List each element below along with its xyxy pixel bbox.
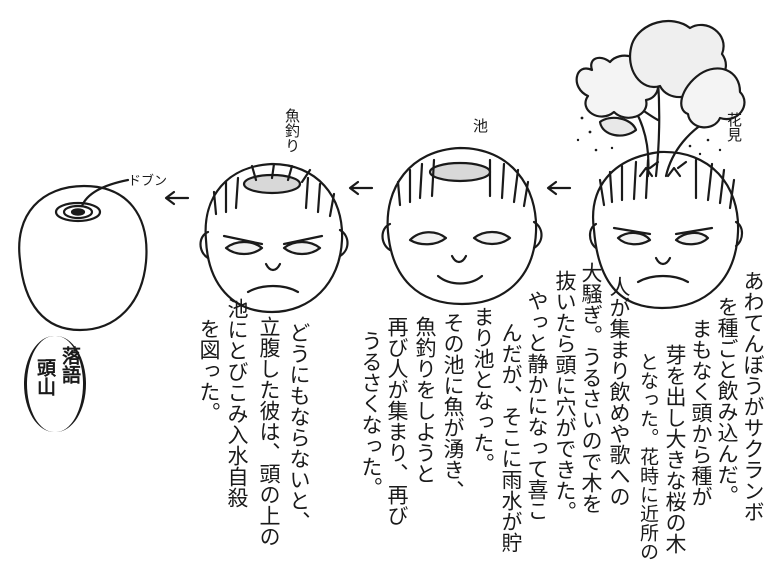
- story-column: どうにもならないと、: [287, 322, 311, 532]
- ripple-icon: [54, 201, 102, 223]
- arrow-left-icon: [546, 180, 572, 196]
- story-column: 魚釣りをしようと: [413, 316, 437, 484]
- head-with-fishing: [199, 162, 349, 314]
- story-column: うるさくなった。: [359, 330, 383, 498]
- rakugo-story-title: 頭山: [34, 358, 56, 396]
- fishing-rod-icon: [250, 162, 312, 184]
- label-ike: 池: [471, 118, 489, 133]
- head-with-tree: [588, 150, 744, 310]
- arrow-left-icon: [164, 190, 190, 206]
- story-column: 池にとびこみ入水自殺: [225, 298, 249, 508]
- story-column: あわてんぼうがサクランボ: [741, 270, 765, 522]
- story-column: その池に魚が湧き、: [441, 312, 465, 501]
- label-hanami: 花見: [725, 112, 743, 142]
- cherry-tree-icon: [575, 19, 746, 178]
- pond-icon: [428, 161, 492, 183]
- story-column: んだが、そこに雨水が貯: [499, 322, 523, 553]
- story-column: を図った。: [197, 318, 221, 423]
- story-column: を種ごと飲み込んだ。: [715, 296, 739, 506]
- story-column: 大騒ぎ。うるさいので木を: [579, 262, 603, 514]
- arrow-left-icon: [348, 180, 374, 196]
- story-column: 抜いたら頭に穴ができた。: [553, 270, 577, 522]
- sparkle-dots: [576, 116, 722, 156]
- head-back: [18, 178, 148, 332]
- story-column: となった。花時に近所の: [637, 352, 659, 561]
- story-column: 立腹した彼は、頭の上の: [257, 316, 281, 547]
- story-column: まもなく頭から種が: [689, 318, 713, 507]
- story-column: 人が集まり飲めや歌への: [607, 276, 631, 507]
- rakugo-label: 落語: [59, 346, 81, 384]
- head-with-pond: [381, 146, 543, 306]
- rakugo-title-badge: 落語 頭山: [24, 336, 86, 432]
- story-column: やっと静かになって喜こ: [525, 290, 549, 521]
- label-uotsuri: 魚釣り: [283, 108, 301, 153]
- story-column: 再び人が集まり、再び: [385, 316, 409, 526]
- label-dobun: ドブン: [128, 174, 168, 189]
- story-column: 芽を出し大きな桜の木: [663, 344, 687, 554]
- story-column: まり池となった。: [471, 306, 495, 474]
